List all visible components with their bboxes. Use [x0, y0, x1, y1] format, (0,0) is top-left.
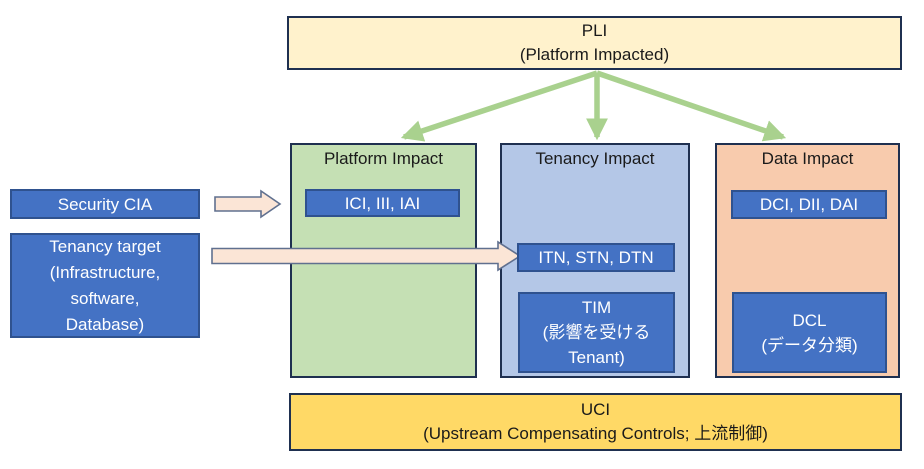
tenancy-target-line2: (Infrastructure, [49, 262, 161, 282]
itn-stn-dtn-label: ITN, STN, DTN [538, 248, 654, 267]
tim-line3: Tenant) [568, 348, 625, 367]
tim-line2: (影響を受ける [542, 323, 651, 342]
data-impact-title: Data Impact [761, 149, 854, 168]
ici-iii-iai-label: ICI, III, IAI [344, 193, 421, 213]
uci-box: UCI (Upstream Compensating Controls; 上流制… [289, 393, 902, 451]
security-cia-label: Security CIA [57, 194, 153, 214]
platform-impact-column: Platform Impact [290, 143, 477, 378]
itn-stn-dtn-box: ITN, STN, DTN [517, 243, 675, 272]
tenancy-impact-title: Tenancy Impact [535, 149, 655, 168]
dcl-box: DCL (データ分類) [732, 292, 887, 373]
dcl-line1: DCL [792, 310, 827, 330]
security-cia-box: Security CIA [10, 189, 200, 219]
tenancy-target-box: Tenancy target (Infrastructure, software… [10, 233, 200, 338]
tenancy-target-line4: Database) [65, 314, 145, 334]
pli-title: PLI [581, 21, 608, 40]
pli-to-platform-arrow [400, 70, 598, 142]
security-to-platform-arrow [214, 189, 282, 219]
platform-impact-title: Platform Impact [323, 149, 444, 168]
uci-subtitle: (Upstream Compensating Controls; 上流制御) [423, 424, 768, 443]
pli-box: PLI (Platform Impacted) [287, 16, 902, 70]
dcl-line2: (データ分類) [761, 335, 858, 355]
ici-iii-iai-box: ICI, III, IAI [305, 189, 460, 217]
dci-dii-dai-label: DCI, DII, DAI [759, 195, 859, 214]
tim-line1: TIM [581, 298, 612, 317]
tenancy-target-line3: software, [70, 288, 140, 308]
pli-to-data-arrow [596, 70, 787, 142]
uci-title: UCI [580, 400, 611, 419]
tenancy-target-line1: Tenancy target [49, 236, 161, 256]
tim-box: TIM (影響を受ける Tenant) [518, 292, 675, 373]
pli-subtitle: (Platform Impacted) [519, 45, 670, 64]
dci-dii-dai-box: DCI, DII, DAI [731, 190, 887, 219]
